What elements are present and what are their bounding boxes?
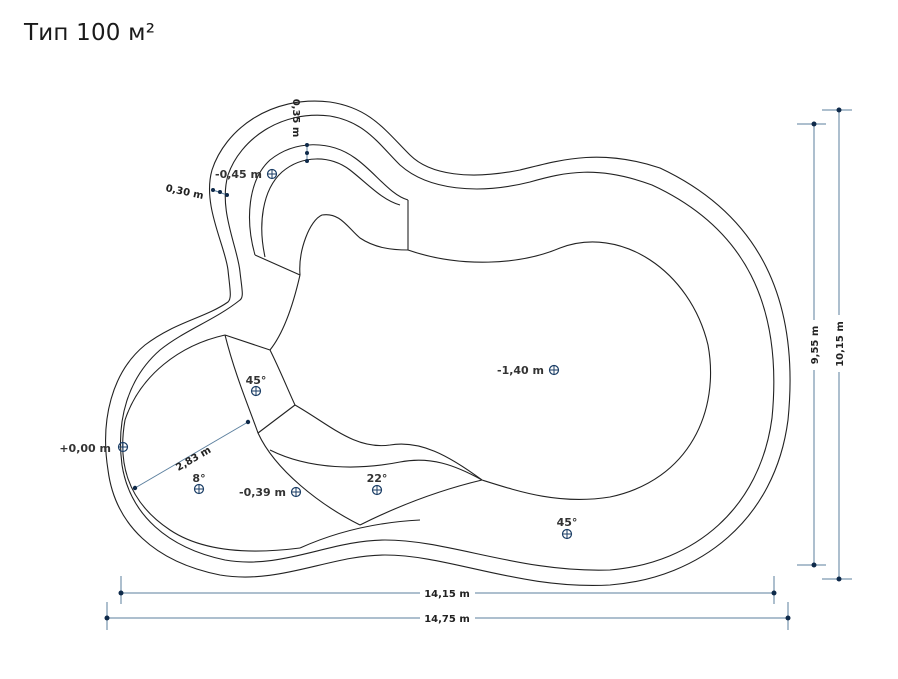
step-bottom-line	[254, 254, 301, 276]
crosshair-circle-icon	[290, 486, 302, 498]
dot-icon	[305, 159, 309, 163]
dot-icon	[305, 151, 309, 155]
pool-coping-border	[119, 114, 775, 571]
dot-icon	[811, 562, 817, 568]
dot-icon	[104, 615, 110, 621]
deep-basin-wall	[407, 241, 712, 500]
dot-icon	[245, 419, 251, 425]
crosshair-circle-icon	[371, 484, 383, 496]
shallow-edge	[122, 334, 301, 552]
pool-outer-border	[105, 100, 791, 587]
dim-step-030-label: 0,30 m	[165, 183, 205, 202]
dim-diagonal-line	[134, 421, 249, 489]
level-markers: +0,00 m -0,45 m 45° 8° -0,39 m 22° -1,40…	[59, 168, 578, 540]
shallow-slope-line	[224, 334, 271, 351]
dim-outer-width-label: 14,75 m	[424, 614, 470, 625]
ramp-line	[359, 479, 483, 526]
crosshair-circle-icon	[266, 168, 278, 180]
bench-mid	[269, 449, 483, 481]
depth-label-start: +0,00 m	[59, 442, 111, 455]
dot-icon	[305, 143, 309, 147]
shallow-wall	[224, 334, 361, 526]
crosshair-circle-icon	[561, 528, 573, 540]
pool-outlines	[105, 100, 791, 587]
crosshair-circle-icon	[193, 483, 205, 495]
slope-label-c: 22°	[367, 472, 388, 485]
dot-icon	[771, 590, 777, 596]
divider-lower	[269, 349, 296, 406]
dot-icon	[132, 485, 138, 491]
dot-icon	[211, 188, 215, 192]
dim-outer-height-label: 10,15 m	[835, 321, 846, 367]
dim-inner-height-label: 9,55 m	[810, 326, 821, 365]
dot-icon	[218, 190, 222, 194]
step-ring-2	[261, 158, 401, 258]
page-title: Тип 100 м²	[24, 20, 156, 46]
dot-icon	[785, 615, 791, 621]
depth-label-bench: -0,39 m	[239, 486, 286, 499]
crosshair-circle-icon	[548, 364, 560, 376]
ramp-lower	[299, 519, 421, 549]
depth-label-step: -0,45 m	[215, 168, 262, 181]
divider-upper	[269, 274, 301, 351]
crosshair-circle-icon	[250, 385, 262, 397]
dim-inner-width-label: 14,15 m	[424, 589, 470, 600]
slope-label-d: 45°	[557, 516, 578, 529]
bench-curve	[294, 404, 483, 481]
dot-icon	[118, 590, 124, 596]
bench-upper	[257, 404, 296, 434]
depth-label-deep: -1,40 m	[497, 364, 544, 377]
dim-step-035-label: 0,35 m	[290, 99, 301, 138]
dot-icon	[836, 576, 842, 582]
step-inner-curve	[299, 214, 409, 276]
slope-label-a: 45°	[246, 374, 267, 387]
dot-icon	[836, 107, 842, 113]
dim-diagonal-label: 2,83 m	[174, 445, 213, 474]
dot-icon	[811, 121, 817, 127]
crosshair-circle-icon	[117, 441, 129, 453]
step-ring-1	[248, 144, 409, 256]
slope-label-b: 8°	[192, 472, 205, 485]
dot-icon	[225, 193, 229, 197]
